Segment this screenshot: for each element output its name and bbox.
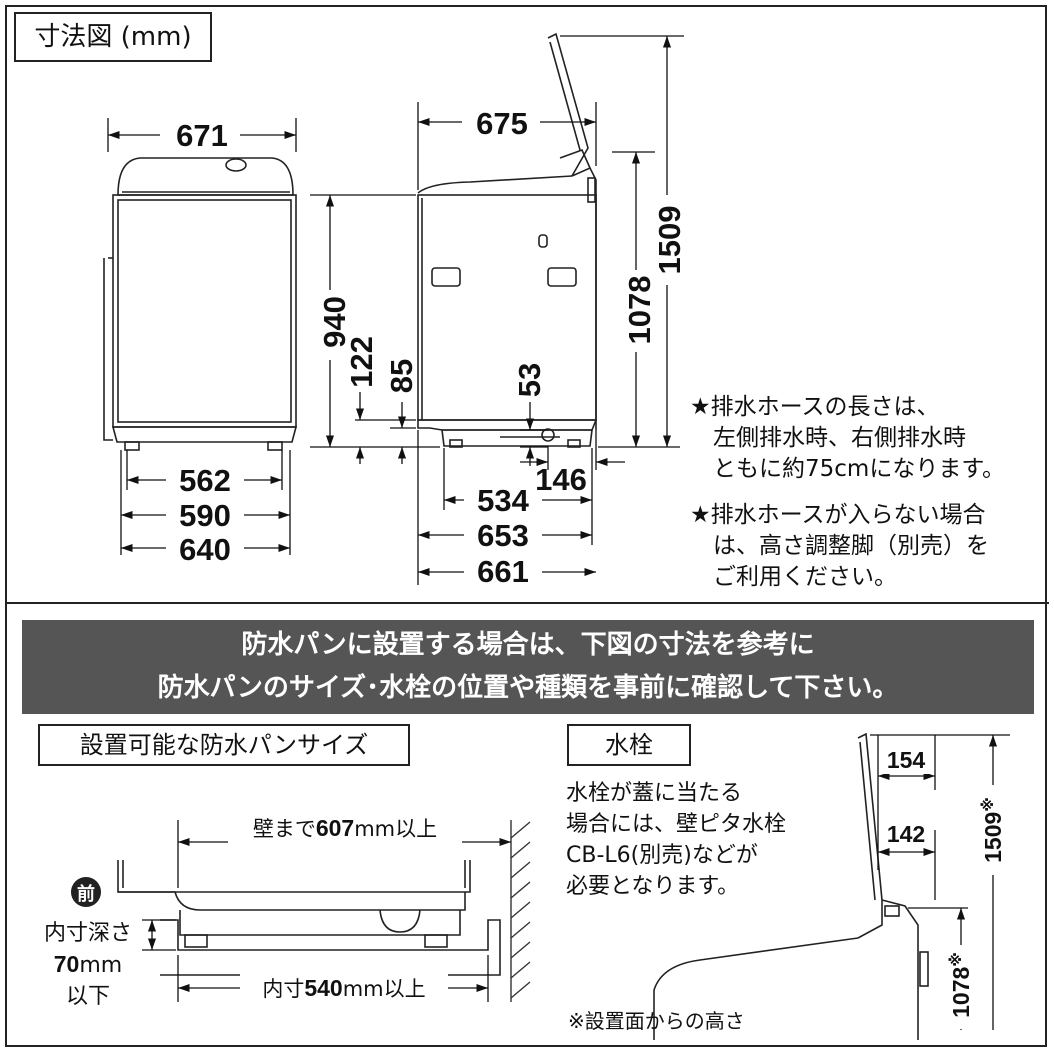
dim-146: 146 [535,462,587,497]
dim-661: 661 [477,554,529,589]
dim-671: 671 [176,118,228,153]
dim-122: 122 [344,336,379,388]
note-hose-length: ★排水ホースの長さは、 左側排水時、右側排水時 ともに約75cmになります。 [690,394,1006,482]
title-box: 寸法図 (mm) [14,12,212,62]
pan-depth-label: 内寸深さ 70mm 以下 [43,921,132,1009]
faucet-footnote: ※設置面からの高さ [568,1009,745,1033]
faucet-dim-1078: 1078※ [947,952,974,1018]
faucet-heading-box: 水栓 [567,724,691,766]
side-view-washer [417,32,598,448]
pan-inner-width: 内寸540mm以上 [262,975,425,1001]
dim-53: 53 [512,363,547,397]
pan-size-heading: 設置可能な防水パンサイズ [79,731,369,759]
outer-frame [5,5,1047,1047]
faucet-note: 水栓が蓋に当たる 場合には、壁ピタ水栓 CB-L6(別売)などが 必要となります… [566,781,787,899]
pan-size-heading-box: 設置可能な防水パンサイズ [38,724,410,766]
faucet-dim-142: 142 [887,821,925,847]
dim-1078: 1078 [622,276,657,345]
dim-640: 640 [179,532,231,567]
dim-653: 653 [477,518,529,553]
section-divider [5,602,1049,604]
faucet-diagram [653,732,929,1040]
dim-590: 590 [179,498,231,533]
dim-675: 675 [476,106,528,141]
front-mark: 前 [77,883,95,905]
front-view-washer [103,157,298,451]
faucet-dim-154: 154 [887,747,926,773]
banner-line-1: 防水パンに設置する場合は、下図の寸法を参考に [241,630,815,660]
note-leveling-feet: ★排水ホースが入らない場合 は、高さ調整脚（別売）を ご利用ください。 [690,502,989,590]
dim-562: 562 [179,463,231,498]
pan-wall-distance: 壁まで607mm以上 [253,815,437,841]
page-title: 寸法図 (mm) [34,22,192,52]
wall-hatch [510,820,531,1002]
pan-diagram [117,860,501,976]
front-mark-badge [71,877,101,907]
faucet-heading: 水栓 [605,731,653,759]
dim-1509: 1509 [652,206,687,275]
dim-940: 940 [317,296,352,348]
pan-install-banner: 防水パンに設置する場合は、下図の寸法を参考に 防水パンのサイズ･水栓の位置や種類… [22,620,1034,714]
banner-line-2: 防水パンのサイズ･水栓の位置や種類を事前に確認して下さい。 [157,673,899,703]
dim-534: 534 [477,483,529,518]
faucet-dim-1509: 1509※ [979,797,1006,863]
dim-85: 85 [384,359,419,393]
